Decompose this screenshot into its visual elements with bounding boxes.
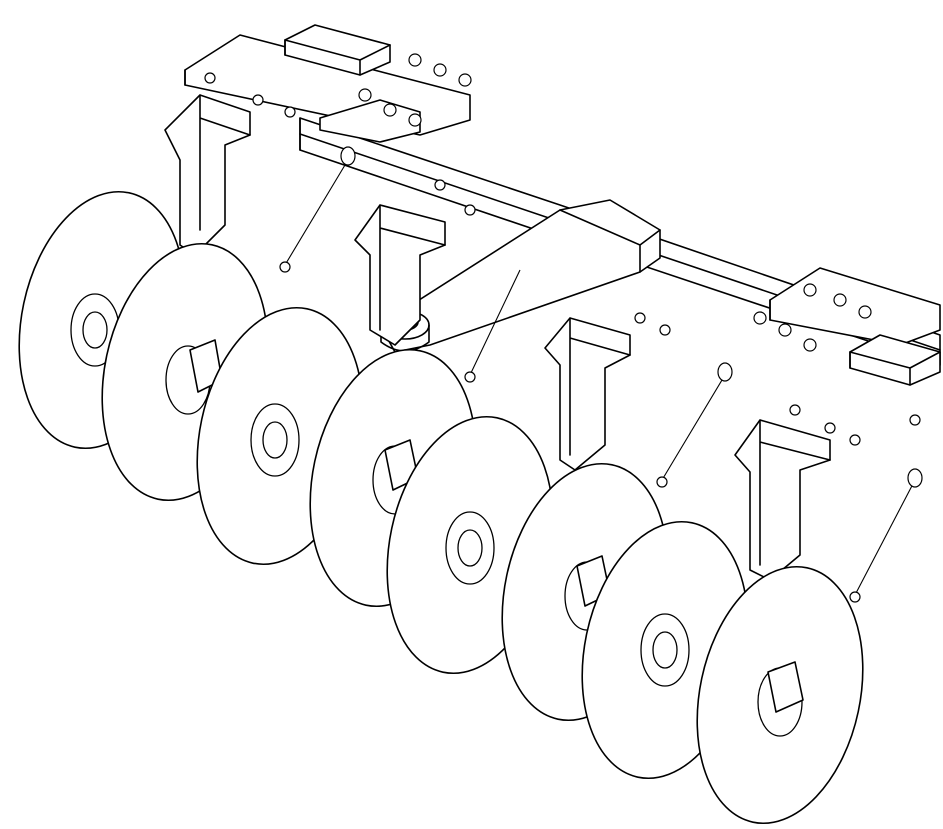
disc-8 — [696, 565, 864, 825]
shank-bracket-1 — [164, 94, 251, 256]
shank-bracket-4 — [734, 419, 831, 581]
adjustment-rods — [279, 146, 923, 603]
shank-bracket-3 — [544, 317, 631, 471]
front-mounting-plate — [769, 267, 941, 386]
bolt-heads — [204, 53, 921, 446]
shank-bracket-2 — [354, 204, 446, 346]
